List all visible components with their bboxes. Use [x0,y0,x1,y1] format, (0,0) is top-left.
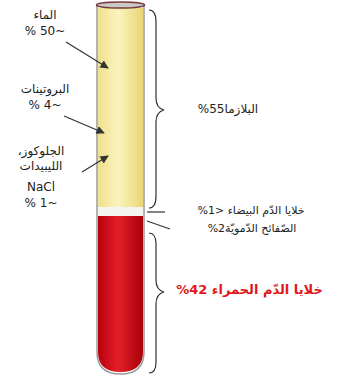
percent-label: ~4 % [0,98,90,113]
tube-outline [97,4,144,374]
red-cell-brace [149,233,164,373]
water-label: الماء [0,8,90,23]
white-cell-label: خلايا الدّم البيضاء <1% [166,204,336,218]
plasma-layer [98,8,143,208]
buffy-coat-layer [98,207,143,216]
solute-label: NaCl [0,180,82,195]
red-cell-layer [98,216,143,372]
protein-label: البروتينات [0,82,90,97]
leader-arrow [64,116,104,133]
red-cell-label: خلايا الدّم الحمراء 42% [163,282,336,298]
plasma-brace [149,10,164,208]
percent-label: ~1 % [0,196,82,211]
leader-line [147,211,165,212]
solute-label: الجلوكوز، الليبيدات [0,144,82,174]
leader-arrow [66,42,108,68]
platelet-label: الصّفائح الدّمويّة2% [172,222,332,236]
percent-label: ~50 % [0,24,90,39]
leader-arrow [82,156,108,172]
leader-line [147,221,170,229]
plasma-label: البلازما55% [168,102,288,117]
tube-rim [97,2,145,8]
